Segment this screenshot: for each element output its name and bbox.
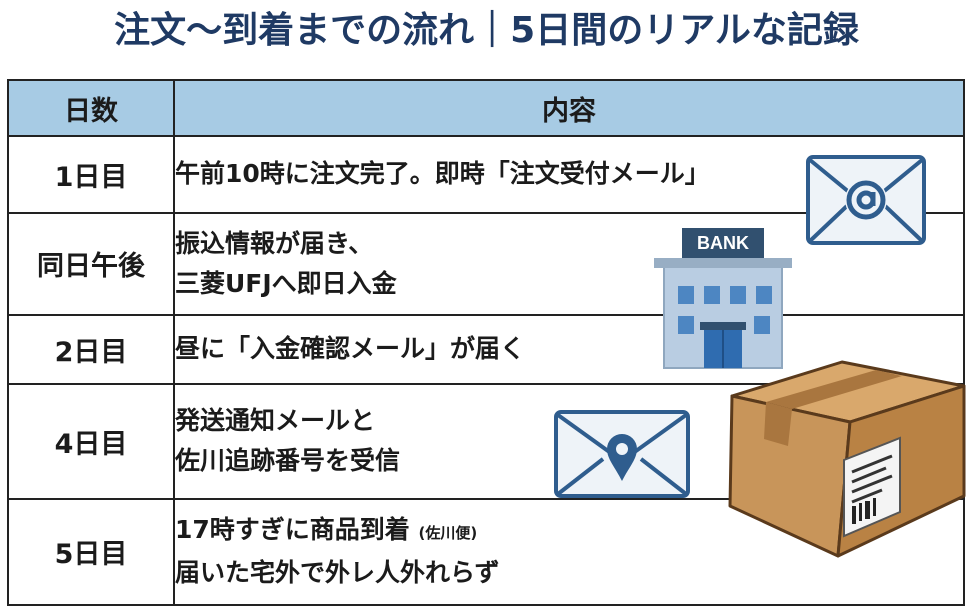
- row-text: 佐川追跡番号を受信: [175, 446, 401, 476]
- row-content: 昼に「入金確認メール」が届く: [173, 313, 965, 385]
- timeline-table: 日数 内容 1日目 午前10時に注文完了。即時「注文受付メール」 同日午後 振込…: [7, 79, 965, 607]
- row-day: 1日目: [7, 135, 175, 214]
- row-day: 4日目: [7, 382, 175, 500]
- header-content: 内容: [173, 79, 965, 137]
- row-text: 届いた宅外で外レ人外れらず: [175, 558, 500, 588]
- cardboard-box-icon: [726, 356, 970, 560]
- row-text: 17時すぎに商品到着: [175, 515, 410, 545]
- bank-building-icon: BANK: [650, 224, 796, 370]
- row-text: 昼に「入金確認メール」が届く: [175, 334, 526, 364]
- row-text: 振込情報が届き、: [175, 228, 374, 258]
- header-day: 日数: [7, 79, 175, 137]
- row-day: 2日目: [7, 313, 175, 385]
- row-text: 発送通知メールと: [175, 406, 376, 436]
- carrier-note: (佐川便): [418, 524, 478, 543]
- envelope-at-icon: [805, 154, 927, 246]
- row-text: 午前10時に注文完了。即時「注文受付メール」: [175, 159, 710, 189]
- row-text-line: 17時すぎに商品到着 (佐川便): [175, 510, 963, 553]
- row-text: 三菱UFJへ即日入金: [175, 268, 397, 298]
- table-row: 2日目 昼に「入金確認メール」が届く: [7, 313, 965, 385]
- page-title: 注文〜到着までの流れ｜5日間のリアルな記録: [114, 10, 859, 51]
- bank-sign: BANK: [697, 233, 749, 253]
- row-day: 5日目: [7, 497, 175, 607]
- table-header-row: 日数 内容: [7, 79, 965, 137]
- envelope-location-icon: [553, 409, 691, 499]
- row-day: 同日午後: [7, 211, 175, 316]
